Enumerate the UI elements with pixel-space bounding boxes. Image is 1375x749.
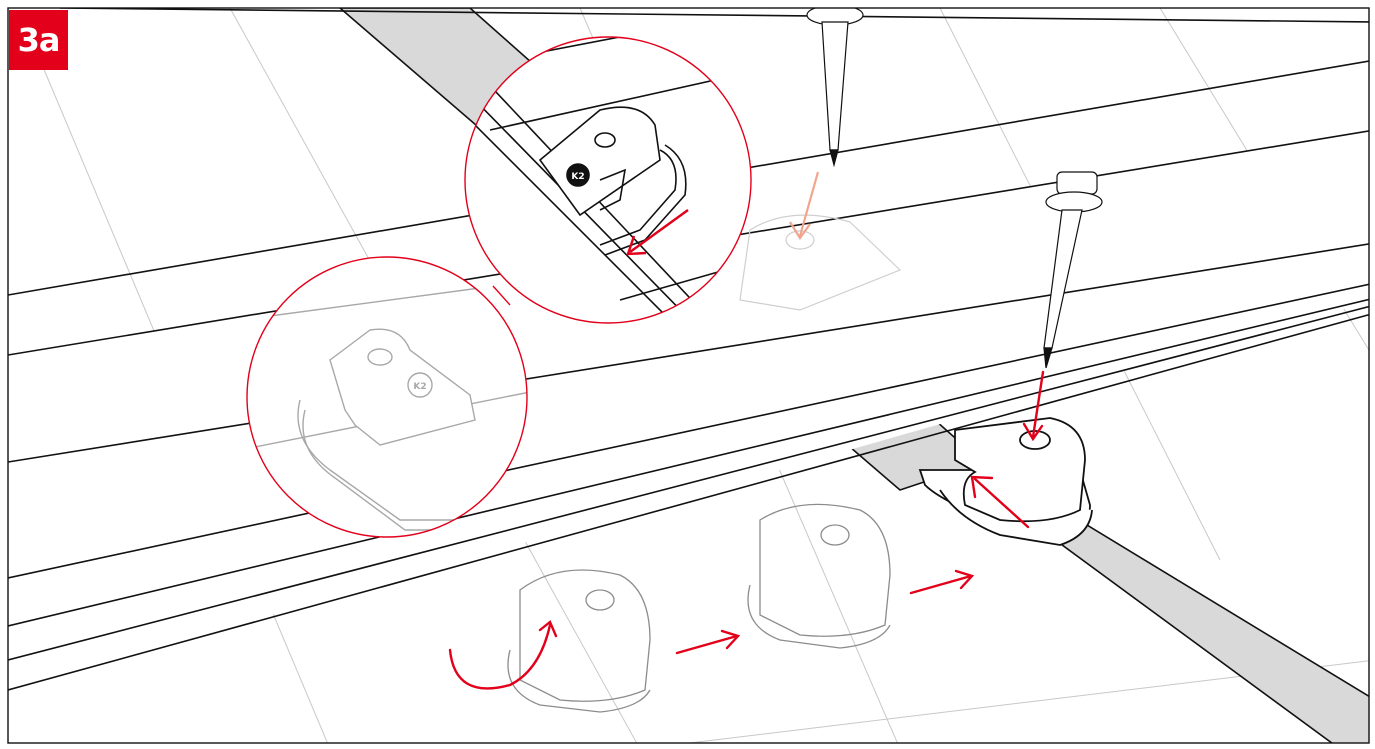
mounting-rail xyxy=(8,130,1369,690)
zoom-detail-top: K2 xyxy=(464,36,752,324)
motion-arrows xyxy=(448,370,1045,690)
rotate-arrow xyxy=(448,620,558,690)
clamp-push-arrow xyxy=(970,475,1030,529)
clamp-ghost-top xyxy=(739,214,902,311)
slide-arrow-1 xyxy=(675,629,741,655)
step-label: 3a xyxy=(17,21,61,59)
brand-logo-large: K2 xyxy=(413,382,426,392)
brand-logo-small: K2 xyxy=(571,172,584,182)
zoom-detail-left: K2 xyxy=(246,256,528,538)
step-badge-bg xyxy=(9,10,68,70)
screw-ghost xyxy=(806,8,864,168)
frame-border xyxy=(7,7,1370,744)
clamp-ghost-2 xyxy=(747,503,891,649)
step-badge: 3a xyxy=(9,10,68,70)
screw-active xyxy=(1043,171,1103,369)
slide-arrow-2 xyxy=(909,569,975,595)
zoom-connector xyxy=(492,285,511,306)
screw-direction-arrow-faded xyxy=(789,171,820,240)
screw-direction-arrow xyxy=(1022,370,1045,442)
clamp-ghost-1 xyxy=(507,569,651,713)
zoom-arrow-top xyxy=(626,209,689,256)
